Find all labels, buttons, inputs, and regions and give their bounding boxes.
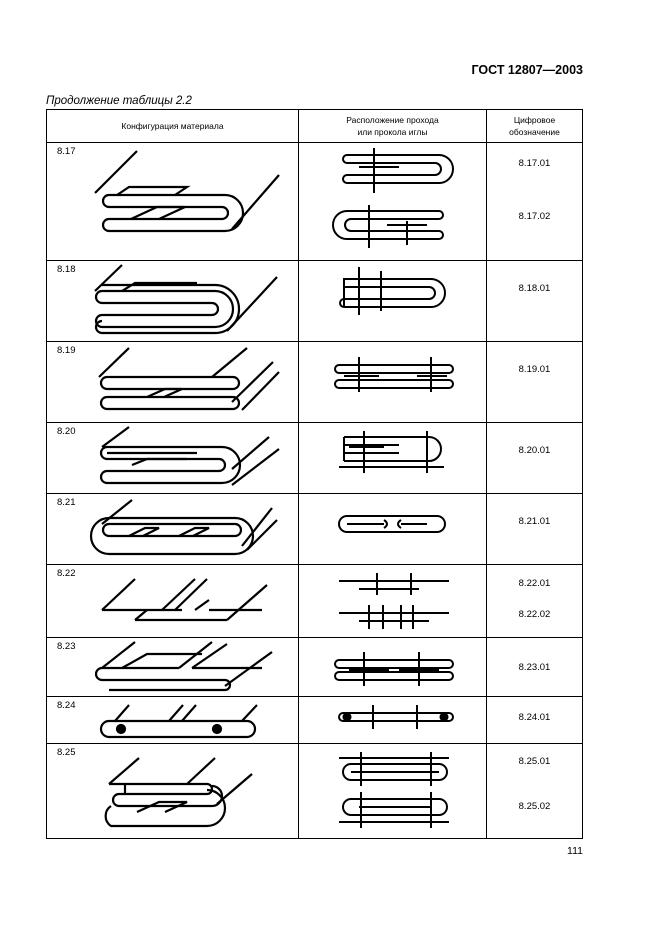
needle-cell — [298, 260, 487, 342]
material-config-drawing — [89, 499, 278, 556]
config-cell: 8.21 — [46, 493, 299, 565]
code-cell: 8.24.01 — [486, 696, 583, 744]
table-row: 8.22 8.22.01 8.22.02 — [46, 564, 583, 638]
code-value: 8.22.02 — [518, 609, 551, 620]
config-cell: 8.23 — [46, 637, 299, 697]
needle-cell — [298, 493, 487, 565]
material-config-drawing — [94, 641, 273, 692]
row-number: 8.25 — [57, 747, 76, 758]
needle-position-drawing — [338, 705, 454, 729]
table-row: 8.24 8.24.01 — [46, 696, 583, 744]
code-cell: 8.22.01 8.22.02 — [486, 564, 583, 638]
row-number: 8.18 — [57, 264, 76, 275]
row-number: 8.23 — [57, 641, 76, 652]
code-value: 8.22.01 — [518, 578, 551, 589]
code-cell: 8.18.01 — [486, 260, 583, 342]
material-config-drawing — [101, 578, 268, 622]
standard-number: ГОСТ 12807—2003 — [471, 63, 583, 77]
table-row: 8.19 8.19.01 — [46, 341, 583, 423]
needle-position-drawing — [339, 267, 446, 315]
material-config-drawing — [94, 264, 278, 335]
code-value: 8.18.01 — [518, 283, 551, 294]
needle-cell — [298, 743, 487, 839]
code-value: 8.17.02 — [518, 211, 551, 222]
needle-position-drawing — [338, 515, 446, 533]
table-row: 8.20 8.20.01 — [46, 422, 583, 494]
row-number: 8.17 — [57, 146, 76, 157]
needle-position-drawing — [339, 573, 449, 629]
config-cell: 8.25 — [46, 743, 299, 839]
code-cell: 8.21.01 — [486, 493, 583, 565]
column-header-code-text: Цифровое обозначение — [509, 115, 560, 137]
code-cell: 8.17.01 8.17.02 — [486, 142, 583, 261]
code-cell: 8.25.01 8.25.02 — [486, 743, 583, 839]
config-cell: 8.17 — [46, 142, 299, 261]
needle-cell — [298, 564, 487, 638]
column-header-configuration: Конфигурация материала — [46, 109, 299, 143]
seam-table: Конфигурация материала Расположение прох… — [46, 109, 583, 839]
code-value: 8.21.01 — [518, 516, 551, 527]
config-cell: 8.20 — [46, 422, 299, 494]
material-config-drawing — [98, 347, 280, 411]
table-row: 8.25 8.25.01 8.25.02 — [46, 743, 583, 839]
code-cell: 8.23.01 — [486, 637, 583, 697]
code-cell: 8.20.01 — [486, 422, 583, 494]
code-value: 8.20.01 — [518, 445, 551, 456]
code-value: 8.25.02 — [518, 801, 551, 812]
code-value: 8.24.01 — [518, 712, 551, 723]
config-cell: 8.19 — [46, 341, 299, 423]
needle-position-drawing — [334, 652, 454, 686]
table-row: 8.17 8.17.01 8.17.02 — [46, 142, 583, 261]
column-header-code: Цифровое обозначение — [486, 109, 583, 143]
code-cell: 8.19.01 — [486, 341, 583, 423]
material-config-drawing — [99, 704, 258, 739]
table-row: 8.21 8.21.01 — [46, 493, 583, 565]
material-config-drawing — [104, 757, 253, 828]
row-number: 8.24 — [57, 700, 76, 711]
row-number: 8.21 — [57, 497, 76, 508]
code-value: 8.17.01 — [518, 158, 551, 169]
config-cell: 8.22 — [46, 564, 299, 638]
page-number: 111 — [567, 845, 583, 857]
config-cell: 8.18 — [46, 260, 299, 342]
needle-position-drawing — [339, 431, 444, 473]
needle-cell — [298, 142, 487, 261]
needle-position-drawing — [339, 752, 449, 828]
material-config-drawing — [99, 426, 280, 486]
config-cell: 8.24 — [46, 696, 299, 744]
table-row: 8.23 8.23.01 — [46, 637, 583, 697]
needle-cell — [298, 341, 487, 423]
needle-cell — [298, 637, 487, 697]
needle-position-drawing — [332, 148, 454, 248]
row-number: 8.19 — [57, 345, 76, 356]
code-value: 8.23.01 — [518, 662, 551, 673]
table-caption: Продолжение таблицы 2.2 — [46, 95, 192, 107]
code-value: 8.25.01 — [518, 756, 551, 767]
column-header-needle-position: Расположение прохода или прокола иглы — [298, 109, 487, 143]
needle-position-drawing — [334, 357, 454, 392]
needle-cell — [298, 696, 487, 744]
column-header-needle-text: Расположение прохода или прокола иглы — [346, 115, 439, 137]
row-number: 8.22 — [57, 568, 76, 579]
needle-cell — [298, 422, 487, 494]
row-number: 8.20 — [57, 426, 76, 437]
table-row: 8.18 8.18.01 — [46, 260, 583, 342]
table-header-row: Конфигурация материала Расположение прох… — [46, 109, 583, 143]
code-value: 8.19.01 — [518, 364, 551, 375]
material-config-drawing — [94, 150, 280, 233]
